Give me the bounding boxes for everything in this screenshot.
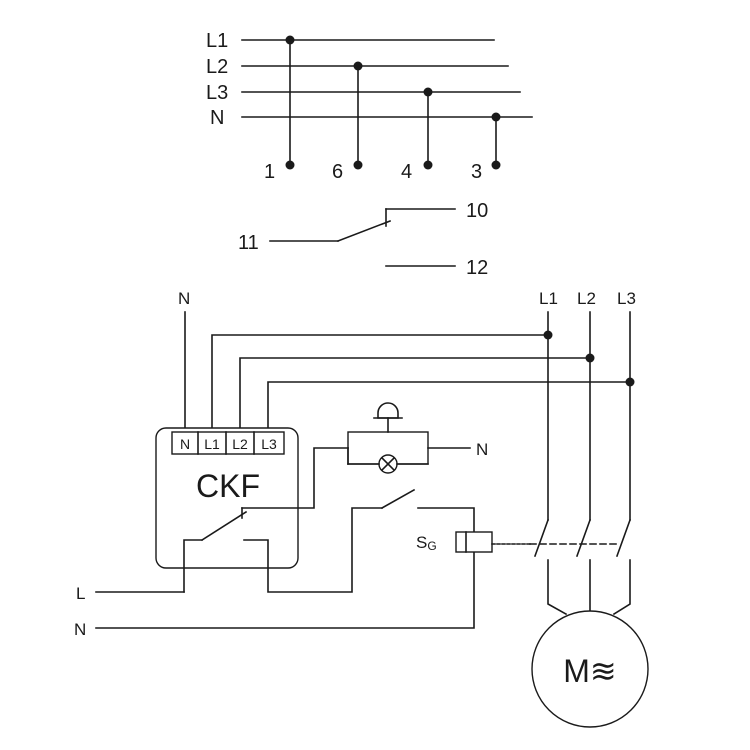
junction-dot <box>543 330 553 340</box>
lamp-cross <box>380 456 396 472</box>
coil-label-subscript: G <box>427 539 436 553</box>
device-terminal-l3: L3 <box>261 436 277 452</box>
terminal-dot <box>423 160 433 170</box>
ckf-device: N L1 L2 L3 CKF <box>155 427 383 593</box>
terminal-dot <box>353 160 363 170</box>
terminal-dot <box>491 160 501 170</box>
pushbutton-cap-icon <box>377 402 399 419</box>
contact-label-11: 11 <box>238 232 259 254</box>
supply-label-n: N <box>178 289 190 308</box>
contact-label-12: 12 <box>466 257 488 279</box>
junction-dot <box>585 353 595 363</box>
device-terminal-l2: L2 <box>232 436 248 452</box>
motor-icon <box>531 610 649 728</box>
junction-dot <box>353 61 363 71</box>
terminal-label-6: 6 <box>332 161 343 183</box>
tap-l1-wire <box>211 334 549 433</box>
bus-label-n: N <box>210 107 224 129</box>
bus-label-l2: L2 <box>206 56 228 78</box>
coil-label-main: S <box>416 533 427 552</box>
feed-label-l: L <box>76 584 85 603</box>
junction-dot <box>491 112 501 122</box>
junction-dot <box>625 377 635 387</box>
changeover-contact: 11 10 12 <box>238 200 488 279</box>
terminal-strip <box>171 431 285 455</box>
supply-label-l1: L1 <box>539 289 558 308</box>
switch-blade <box>380 488 416 510</box>
main-contact-l2 <box>575 518 592 558</box>
top-schematic: L1 L2 L3 N 1 6 4 3 11 10 <box>206 30 533 279</box>
device-name: CKF <box>196 468 260 504</box>
lamp-pushbutton: N <box>347 402 488 474</box>
junction-dot <box>423 87 433 97</box>
terminal-label-1: 1 <box>264 161 275 183</box>
main-contact-l1 <box>533 518 550 558</box>
coil-box <box>455 531 493 553</box>
device-to-lamp-wire <box>241 447 349 509</box>
bus-label-l1: L1 <box>206 30 228 52</box>
motor-label: M≋ <box>563 653 616 689</box>
wiring-section: N L1 L2 L3 N L1 L2 L3 CKF <box>74 289 649 728</box>
device-switch-blade <box>200 510 248 542</box>
device-terminal-l1: L1 <box>204 436 220 452</box>
motor-lead-3 <box>612 559 631 616</box>
tap-l3-wire <box>267 381 631 433</box>
device-terminal-n: N <box>180 436 190 452</box>
terminal-label-4: 4 <box>401 161 412 183</box>
device-housing <box>155 427 299 569</box>
feed-label-n: N <box>74 620 86 639</box>
switch-to-coil-wire <box>417 507 475 533</box>
junction-dot <box>285 35 295 45</box>
contact-label-10: 10 <box>466 200 488 222</box>
device-to-switch-wire <box>243 507 383 593</box>
terminal-label-3: 3 <box>471 161 482 183</box>
supply-label-l3: L3 <box>617 289 636 308</box>
supply-label-l2: L2 <box>577 289 596 308</box>
contact-blade <box>336 219 392 243</box>
contactor-coil: SG <box>416 531 621 553</box>
feed-n-wire <box>95 551 475 629</box>
main-contact-l3 <box>615 518 632 558</box>
tap-l2-wire <box>239 357 591 433</box>
device-common-wire <box>183 539 203 593</box>
lamp-neutral-label: N <box>476 440 488 459</box>
terminal-dot <box>285 160 295 170</box>
bus-label-l3: L3 <box>206 82 228 104</box>
coil-label: SG <box>416 533 437 553</box>
motor-lead-1 <box>547 559 568 616</box>
